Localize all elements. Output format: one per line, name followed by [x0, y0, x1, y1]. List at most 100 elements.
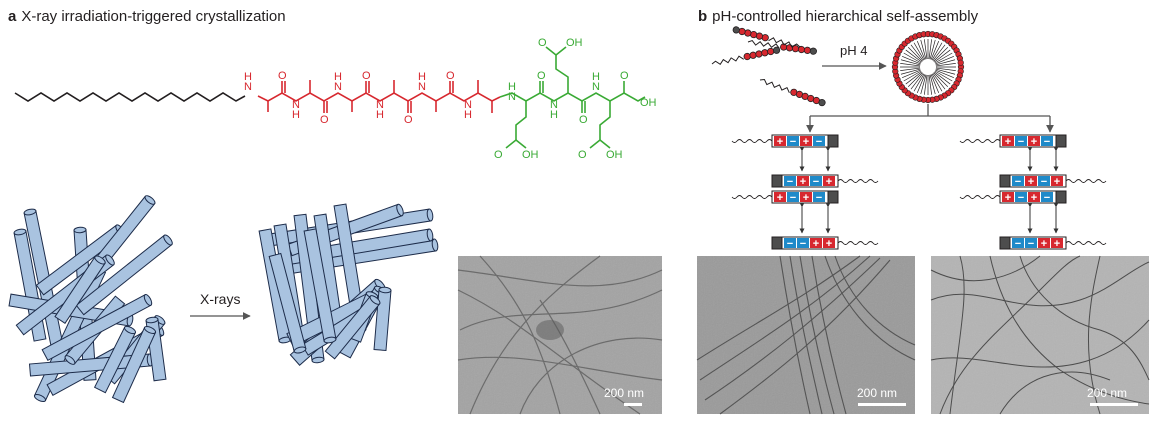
panel-b-title-text: pH-controlled hierarchical self-assembly — [712, 8, 979, 25]
positive-charge: + — [1005, 136, 1011, 148]
positive-charge: + — [1028, 176, 1034, 188]
atom-label-n: N — [464, 99, 472, 111]
negative-charge: − — [1041, 176, 1047, 188]
atom-label-o: O — [579, 114, 588, 126]
fiber-cylinder — [111, 325, 157, 404]
ph-arrow-group: pH 4 — [822, 43, 887, 70]
fiber-cylinder — [324, 295, 381, 360]
positive-charge: + — [803, 136, 809, 148]
negative-charge: − — [790, 136, 796, 148]
atom-label-n: N — [334, 81, 342, 93]
alanine-atom-labels: N H O N H O N H O N H O N H O N H — [244, 70, 472, 126]
positive-charge: + — [1005, 192, 1011, 204]
atom-label-o: O — [620, 70, 629, 82]
atom-label-h: H — [508, 81, 516, 93]
glutamate-side-chains — [505, 46, 625, 149]
negative-charge: − — [1044, 192, 1050, 204]
micelle — [891, 30, 965, 104]
positive-charge: + — [1054, 238, 1060, 250]
xray-arrow-group: X-rays — [190, 291, 251, 320]
panel-a-letter: a — [8, 8, 17, 25]
ordered-fiber-bundle — [258, 203, 439, 366]
atom-label-o: O — [538, 37, 547, 49]
negative-charge: − — [1028, 238, 1034, 250]
disordered-fiber-bundle — [8, 195, 173, 404]
atom-label-o: O — [278, 70, 287, 82]
positive-charge: + — [1031, 136, 1037, 148]
alanine-carbonyls — [267, 80, 493, 113]
atom-label-oh: OH — [566, 37, 583, 49]
positive-charge: + — [826, 238, 832, 250]
atom-label-o: O — [362, 70, 371, 82]
atom-label-n: N — [550, 99, 558, 111]
monomer-cluster — [711, 26, 826, 107]
alanine-backbone — [257, 92, 501, 102]
negative-charge: − — [813, 176, 819, 188]
charge-row: −+−+ — [999, 174, 1067, 188]
positive-charge: + — [1054, 176, 1060, 188]
panel-b-letter: b — [698, 8, 708, 25]
positive-charge: + — [1031, 192, 1037, 204]
xray-label: X-rays — [200, 291, 240, 307]
atom-label-h: H — [464, 109, 472, 121]
tem-micrograph-a: 200 nm — [457, 255, 663, 415]
atom-label-n: N — [292, 99, 300, 111]
negative-charge: − — [1015, 176, 1021, 188]
charge-row: −−++ — [999, 236, 1067, 250]
charge-row: +−+− — [999, 134, 1067, 148]
positive-charge: + — [1041, 238, 1047, 250]
negative-charge: − — [1018, 136, 1024, 148]
charge-stacks: +−+−−+−++−+−−−+++−+−−+−++−+−−−++ — [731, 134, 1107, 250]
atom-label-n: N — [418, 81, 426, 93]
atom-label-o: O — [494, 149, 503, 161]
atom-label-oh: OH — [522, 149, 539, 161]
negative-charge: − — [816, 192, 822, 204]
atom-label-o: O — [537, 70, 546, 82]
peptide-monomer — [759, 78, 826, 107]
atom-label-o: O — [446, 70, 455, 82]
peptide-monomer — [747, 39, 817, 55]
glutamate-atom-labels: H N O N H O N H O OH O OH O OH O OH — [494, 37, 657, 161]
tem-micrograph-b1: 200 nm — [696, 255, 916, 415]
atom-label-n: N — [244, 81, 252, 93]
atom-label-n: N — [508, 91, 516, 103]
fiber-cylinder — [268, 252, 307, 354]
scale-bar-label-a: 200 nm — [604, 386, 644, 400]
fiber-cylinder — [41, 294, 153, 361]
alkyl-chain — [14, 92, 246, 102]
atom-label-n: N — [592, 81, 600, 93]
atom-label-h: H — [292, 109, 300, 121]
atom-label-oh: OH — [640, 97, 657, 109]
negative-charge: − — [1044, 136, 1050, 148]
charge-row: +−+− — [771, 134, 839, 148]
charge-row: +−+− — [999, 190, 1067, 204]
charge-row: −+−+ — [771, 174, 839, 188]
atom-label-h: H — [592, 71, 600, 83]
tem-micrograph-b2: 200 nm — [930, 255, 1150, 415]
negative-charge: − — [1018, 192, 1024, 204]
atom-label-o: O — [320, 114, 329, 126]
scale-bar-b2 — [1090, 403, 1138, 406]
fiber-cylinder — [75, 234, 173, 316]
negative-charge: − — [800, 238, 806, 250]
peptide-amphiphile-structure: N H O N H O N H O N H O N H O N H — [14, 37, 657, 161]
fiber-cylinder — [93, 325, 137, 394]
atom-label-o: O — [578, 149, 587, 161]
ph-label: pH 4 — [840, 43, 867, 58]
atom-label-o: O — [404, 114, 413, 126]
branch-arrows — [806, 104, 1054, 133]
positive-charge: + — [777, 192, 783, 204]
atom-label-h: H — [244, 71, 252, 83]
negative-charge: − — [790, 192, 796, 204]
charge-row: −−++ — [771, 236, 839, 250]
atom-label-h: H — [418, 71, 426, 83]
charge-row: +−+− — [771, 190, 839, 204]
positive-charge: + — [800, 176, 806, 188]
fiber-cylinder — [54, 255, 106, 325]
peptide-monomer — [711, 46, 781, 65]
negative-charge: − — [816, 136, 822, 148]
peptide-monomer — [732, 26, 801, 48]
negative-charge: − — [787, 238, 793, 250]
negative-charge: − — [787, 176, 793, 188]
